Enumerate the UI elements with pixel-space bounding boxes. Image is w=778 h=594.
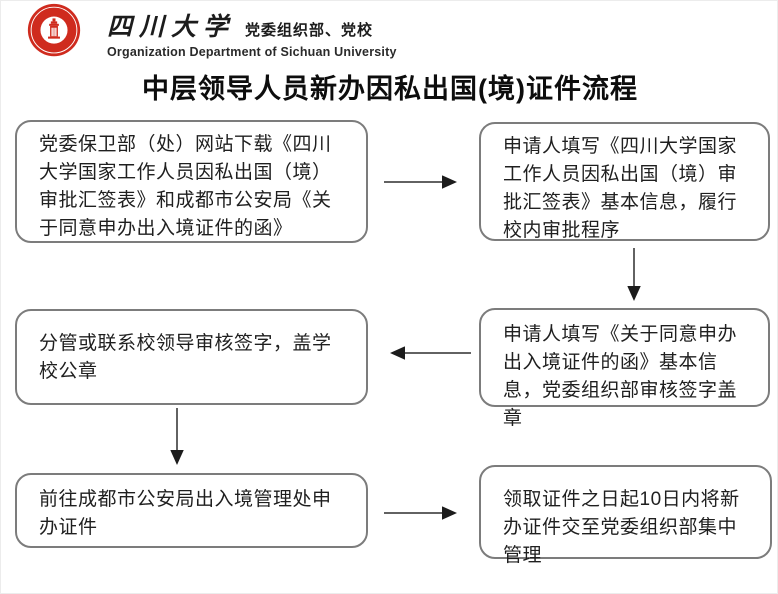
department-name-en: Organization Department of Sichuan Unive… (107, 45, 397, 59)
university-seal-icon (27, 3, 81, 57)
department-name-cn: 党委组织部、党校 (245, 22, 374, 39)
flow-step-5: 前往成都市公安局出入境管理处申办证件 (15, 473, 368, 548)
header-text-block: 四川大学 党委组织部、党校 Organization Department of… (107, 7, 527, 59)
flow-step-2: 申请人填写《四川大学国家工作人员因私出国（境）审批汇签表》基本信息，履行校内审批… (479, 122, 770, 241)
flow-step-1: 党委保卫部（处）网站下载《四川大学国家工作人员因私出国（境）审批汇签表》和成都市… (15, 120, 368, 243)
page-header: 四川大学 党委组织部、党校 Organization Department of… (1, 1, 777, 61)
page-title: 中层领导人员新办因私出国(境)证件流程 (142, 74, 638, 104)
flow-step-4: 分管或联系校领导审核签字，盖学校公章 (15, 309, 368, 405)
flow-step-6: 领取证件之日起10日内将新办证件交至党委组织部集中管理 (479, 465, 772, 566)
flow-step-3: 申请人填写《关于同意申办出入境证件的函》基本信息，党委组织部审核签字盖章 (479, 308, 770, 429)
university-name: 四川大学 (107, 12, 236, 41)
